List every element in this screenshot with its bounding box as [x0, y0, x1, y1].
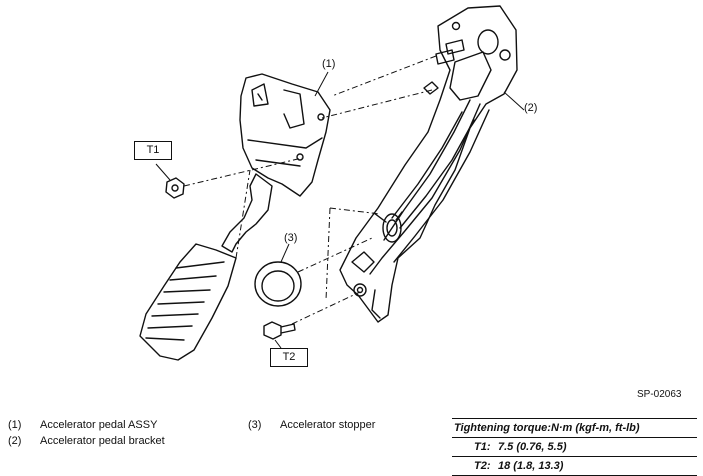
- t1-nut-part: [165, 177, 185, 199]
- callout-1: (1): [322, 58, 336, 70]
- torque-row-value: 7.5 (0.76, 5.5): [498, 441, 567, 453]
- legend-number: (2): [8, 435, 22, 447]
- legend-number: (3): [248, 419, 262, 431]
- torque-row-label: T2:: [474, 460, 491, 472]
- accelerator-pedal-diagram: [139, 5, 525, 361]
- torque-row-value: 18 (1.8, 13.3): [498, 460, 564, 472]
- torque-row-label: T1:: [474, 441, 491, 453]
- pedal-assembly-part: [139, 73, 331, 361]
- legend-number: (1): [8, 419, 22, 431]
- legend-item-1: (1) Accelerator pedal ASSY: [8, 418, 157, 432]
- t2-bolt-part: [263, 321, 296, 340]
- accelerator-stopper-part: [254, 261, 302, 307]
- table-rule: [452, 437, 697, 438]
- legend-item-2: (2) Accelerator pedal bracket: [8, 434, 165, 448]
- legend-text: Accelerator stopper: [280, 419, 376, 431]
- table-rule: [452, 456, 697, 457]
- callout-2: (2): [524, 102, 538, 114]
- torque-row-t1: T1: 7.5 (0.76, 5.5): [452, 438, 697, 456]
- pedal-bracket-part: [339, 5, 518, 323]
- figure-code: SP-02063: [637, 389, 682, 400]
- table-rule: [452, 418, 697, 419]
- callout-3: (3): [284, 232, 298, 244]
- torque-table: Tightening torque:N·m (kgf-m, ft-lb) T1:…: [452, 418, 697, 476]
- torque-heading: Tightening torque:N·m (kgf-m, ft-lb): [454, 422, 640, 434]
- torque-row-t2: T2: 18 (1.8, 13.3): [452, 457, 697, 475]
- legend-text: Accelerator pedal bracket: [40, 435, 165, 447]
- legend-item-3: (3) Accelerator stopper: [248, 418, 375, 432]
- t2-label-box: T2: [270, 348, 308, 367]
- t1-label-box: T1: [134, 141, 172, 160]
- legend-text: Accelerator pedal ASSY: [40, 419, 158, 431]
